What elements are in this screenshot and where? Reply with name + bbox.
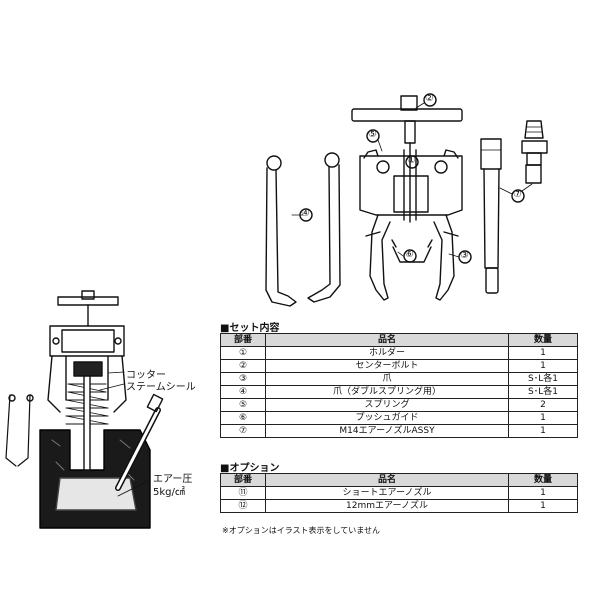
air-nozzle-assy <box>480 138 502 294</box>
claw-double-spring-left <box>265 155 297 307</box>
cell-name: スプリング <box>265 398 509 412</box>
cell-qty: 1 <box>508 499 578 513</box>
cell-qty: S･L各1 <box>508 372 578 386</box>
cell-part-no: ① <box>220 346 266 360</box>
header-part-no: 部番 <box>220 473 266 487</box>
callout-1: ① <box>407 155 416 166</box>
label-cotter: コッター <box>126 370 166 381</box>
header-part-no: 部番 <box>220 333 266 347</box>
claw-double-spring-right <box>307 152 341 303</box>
label-air-pressure: エアー圧 <box>153 474 193 485</box>
callout-3: ③ <box>460 250 469 261</box>
cell-part-no: ③ <box>220 372 266 386</box>
cell-qty: S･L各1 <box>508 385 578 399</box>
cell-qty: 1 <box>508 424 578 438</box>
table-row: ① ホルダー 1 <box>220 346 578 360</box>
label-stem-seal: ステームシール <box>126 382 196 393</box>
cell-part-no: ⑫ <box>220 499 266 513</box>
cell-name: 爪（ダブルスプリング用） <box>265 385 509 399</box>
header-name: 品名 <box>265 333 509 347</box>
cell-name: 爪 <box>265 372 509 386</box>
callout-2: ② <box>425 93 434 104</box>
callout-6: ⑥ <box>405 249 414 260</box>
cell-qty: 1 <box>508 359 578 373</box>
cell-part-no: ② <box>220 359 266 373</box>
table-row: ④ 爪（ダブルスプリング用） S･L各1 <box>220 385 578 399</box>
cell-qty: 1 <box>508 411 578 425</box>
cell-part-no: ④ <box>220 385 266 399</box>
callout-4: ④ <box>301 208 310 219</box>
table-row: ⑥ プッシュガイド 1 <box>220 411 578 425</box>
table-header-row: 部番 品名 数量 <box>220 473 578 487</box>
header-qty: 数量 <box>508 333 578 347</box>
cell-name: ホルダー <box>265 346 509 360</box>
cell-part-no: ⑤ <box>220 398 266 412</box>
table-row: ③ 爪 S･L各1 <box>220 372 578 386</box>
claws <box>365 214 459 301</box>
cell-qty: 1 <box>508 346 578 360</box>
cell-name: ショートエアーノズル <box>265 486 509 500</box>
table-row: ② センターボルト 1 <box>220 359 578 373</box>
label-pressure-value: 5kg/㎠ <box>153 487 185 498</box>
cell-name: プッシュガイド <box>265 411 509 425</box>
cell-part-no: ⑪ <box>220 486 266 500</box>
air-nozzle-coupler <box>521 120 548 184</box>
options-table: 部番 品名 数量 ⑪ ショートエアーノズル 1 ⑫ 12mmエアーノズル 1 <box>220 473 578 513</box>
options-note: ※オプションはイラスト表示をしていません <box>222 526 381 535</box>
cell-name: センターボルト <box>265 359 509 373</box>
options-title: ■オプション <box>220 463 280 474</box>
cell-qty: 2 <box>508 398 578 412</box>
cell-part-no: ⑦ <box>220 424 266 438</box>
set-contents-title: ■セット内容 <box>220 323 280 334</box>
holder <box>359 149 463 216</box>
cell-name: M14エアーノズルASSY <box>265 424 509 438</box>
cell-part-no: ⑥ <box>220 411 266 425</box>
table-row: ⑤ スプリング 2 <box>220 398 578 412</box>
cell-name: 12mmエアーノズル <box>265 499 509 513</box>
header-name: 品名 <box>265 473 509 487</box>
usage-illustration <box>5 290 164 529</box>
table-header-row: 部番 品名 数量 <box>220 333 578 347</box>
table-row: ⑪ ショートエアーノズル 1 <box>220 486 578 500</box>
callout-7: ⑦ <box>513 189 522 200</box>
table-row: ⑫ 12mmエアーノズル 1 <box>220 499 578 513</box>
header-qty: 数量 <box>508 473 578 487</box>
cell-qty: 1 <box>508 486 578 500</box>
table-row: ⑦ M14エアーノズルASSY 1 <box>220 424 578 438</box>
callout-5: ⑤ <box>368 129 377 140</box>
set-contents-table: 部番 品名 数量 ① ホルダー 1 ② センターボルト 1 ③ 爪 S･L各1 … <box>220 333 578 438</box>
